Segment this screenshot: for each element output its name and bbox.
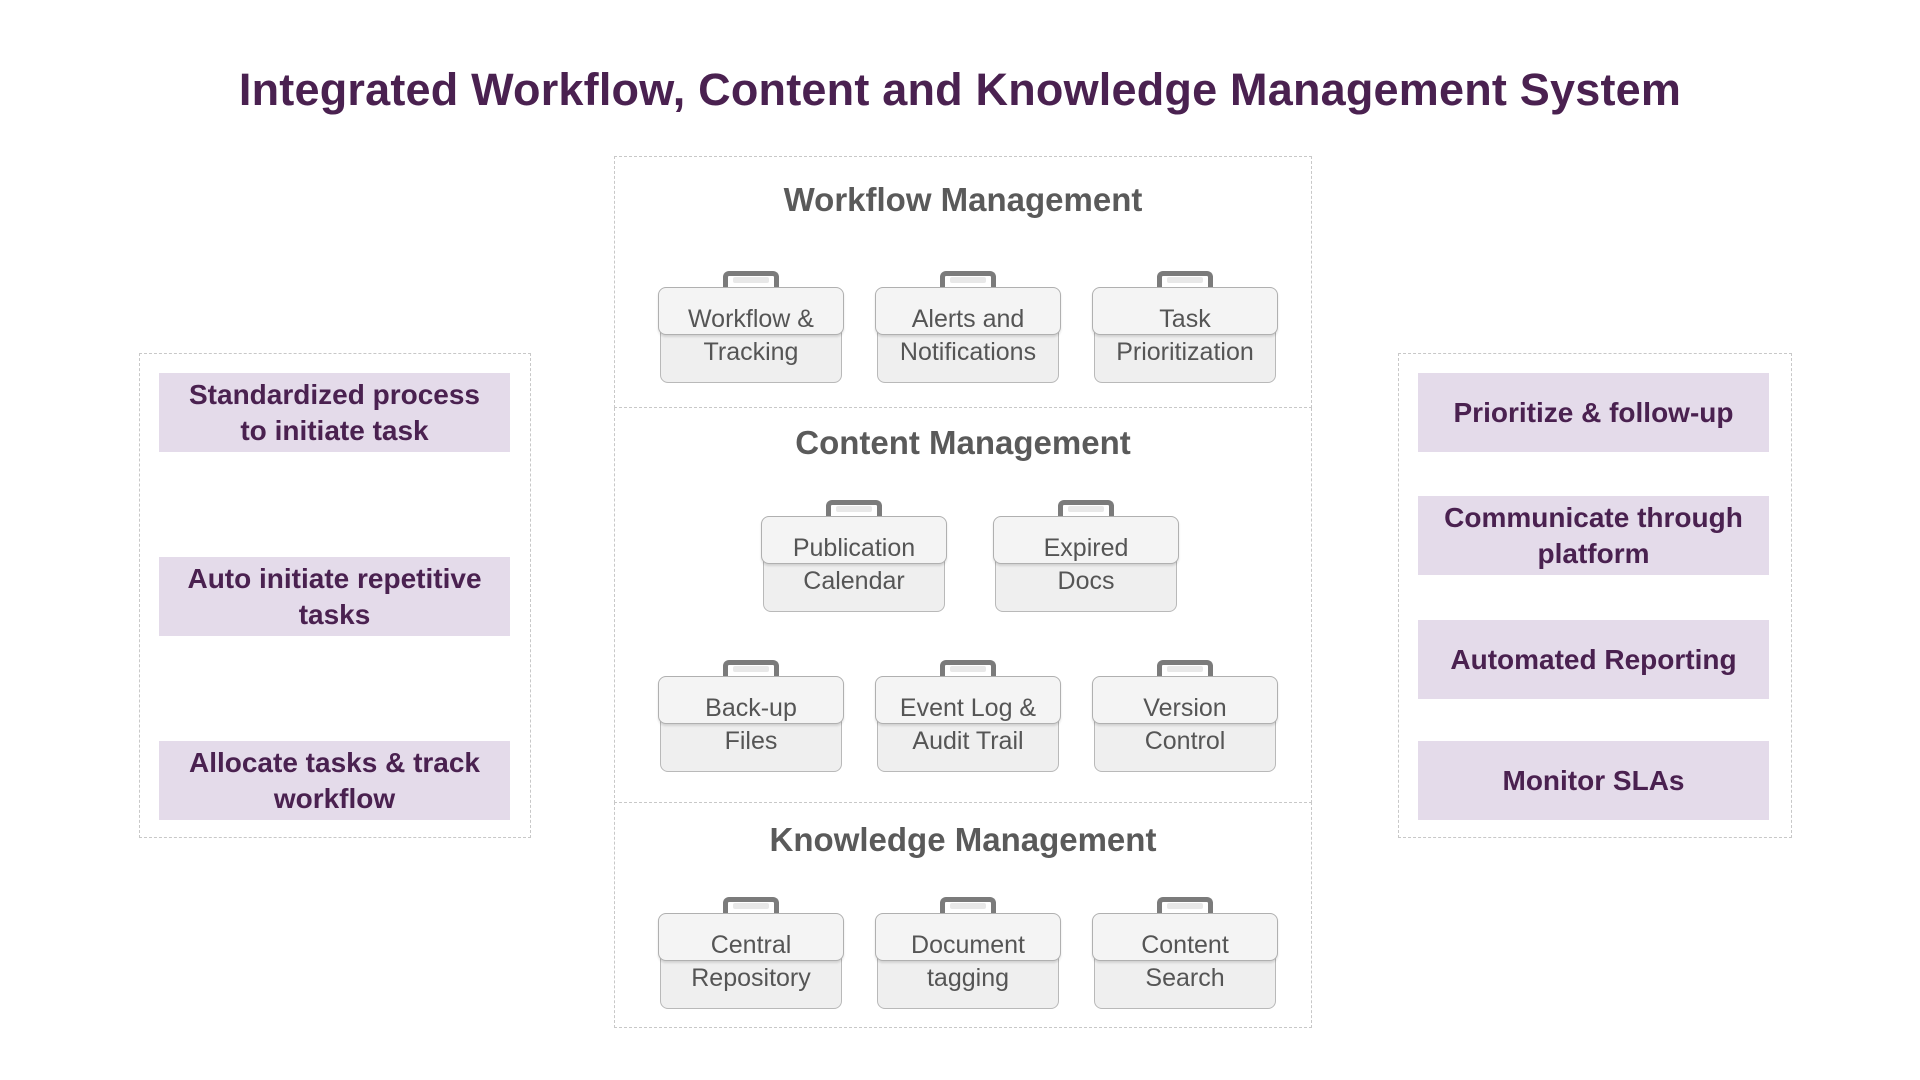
briefcase-icon	[1157, 660, 1213, 678]
left-item-standardized-process: Standardized process to initiate task	[159, 373, 510, 452]
right-item-communicate: Communicate through platform	[1418, 496, 1769, 575]
knowledge-management-title: Knowledge Management	[769, 821, 1157, 858]
left-item-auto-initiate: Auto initiate repetitive tasks	[159, 557, 510, 636]
briefcase-icon	[826, 500, 882, 518]
management-modules-column: Workflow Management Workflow &Tracking A…	[614, 156, 1312, 1028]
module-label: Workflow &Tracking	[688, 305, 814, 366]
workflow-management-section: Workflow Management Workflow &Tracking A…	[614, 156, 1312, 408]
briefcase-icon	[1157, 897, 1213, 915]
right-benefits-panel: Prioritize & follow-up Communicate throu…	[1398, 353, 1792, 838]
briefcase-icon	[940, 660, 996, 678]
page-title: Integrated Workflow, Content and Knowled…	[238, 64, 1682, 115]
left-benefits-panel: Standardized process to initiate task Au…	[139, 353, 531, 838]
briefcase-icon	[1157, 271, 1213, 289]
briefcase-icon	[1058, 500, 1114, 518]
briefcase-icon	[940, 271, 996, 289]
content-management-title: Content Management	[795, 424, 1131, 461]
workflow-management-title: Workflow Management	[783, 181, 1143, 218]
right-item-monitor-slas: Monitor SLAs	[1418, 741, 1769, 820]
right-item-reporting: Automated Reporting	[1418, 620, 1769, 699]
briefcase-icon	[723, 660, 779, 678]
module-label: Event Log &Audit Trail	[899, 694, 1037, 755]
briefcase-icon	[723, 271, 779, 289]
module-workflow-tracking: Workflow &Tracking	[658, 271, 844, 391]
left-item-allocate-tasks: Allocate tasks & track workflow	[159, 741, 510, 820]
module-event-log-audit-trail: Event Log &Audit Trail	[875, 660, 1061, 780]
briefcase-icon	[723, 897, 779, 915]
briefcase-icon	[940, 897, 996, 915]
right-item-prioritize: Prioritize & follow-up	[1418, 373, 1769, 452]
